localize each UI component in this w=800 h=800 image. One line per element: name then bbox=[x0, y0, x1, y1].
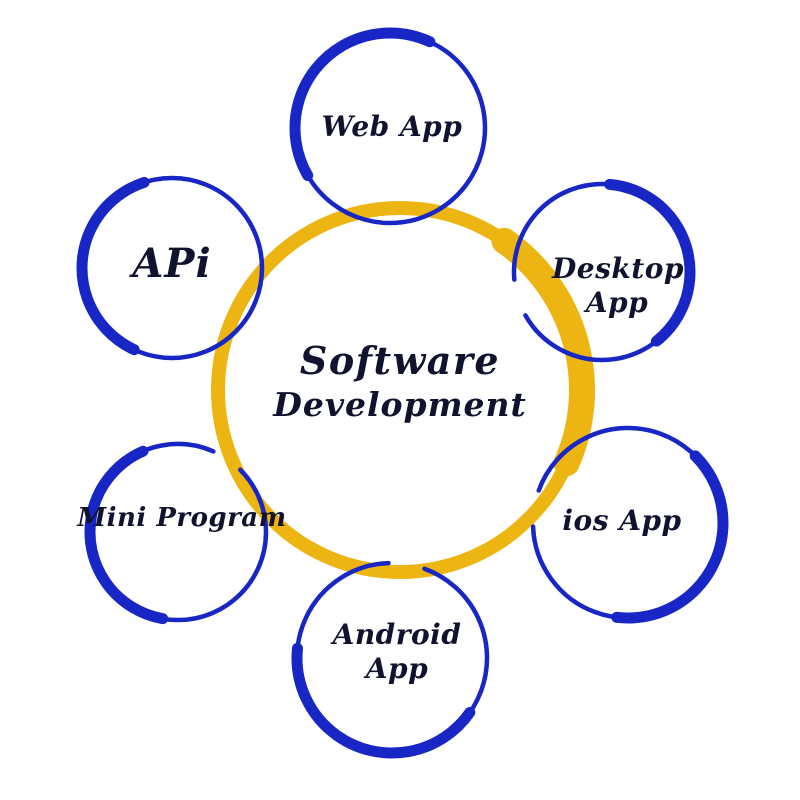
node-label-mini-program: Mini Program bbox=[77, 503, 287, 533]
ios-app-circle bbox=[527, 422, 729, 624]
diagram-title-line1: Software bbox=[299, 338, 501, 383]
web-app-circle bbox=[289, 27, 491, 229]
diagram-title: Software Development bbox=[240, 338, 560, 424]
desktop-app-circle bbox=[508, 178, 696, 366]
node-label-android-app: Android App bbox=[332, 618, 462, 685]
center-ring bbox=[205, 195, 595, 585]
android-app-circle bbox=[291, 557, 493, 759]
node-label-web-app: Web App bbox=[321, 110, 463, 143]
diagram-title-line2: Development bbox=[273, 385, 527, 424]
mini-program-circle bbox=[84, 438, 272, 626]
node-label-desktop-app: Desktop App bbox=[552, 252, 684, 319]
api-circle bbox=[76, 172, 268, 364]
node-label-ios-app: ios App bbox=[562, 504, 682, 537]
node-label-api: APi bbox=[132, 240, 212, 287]
